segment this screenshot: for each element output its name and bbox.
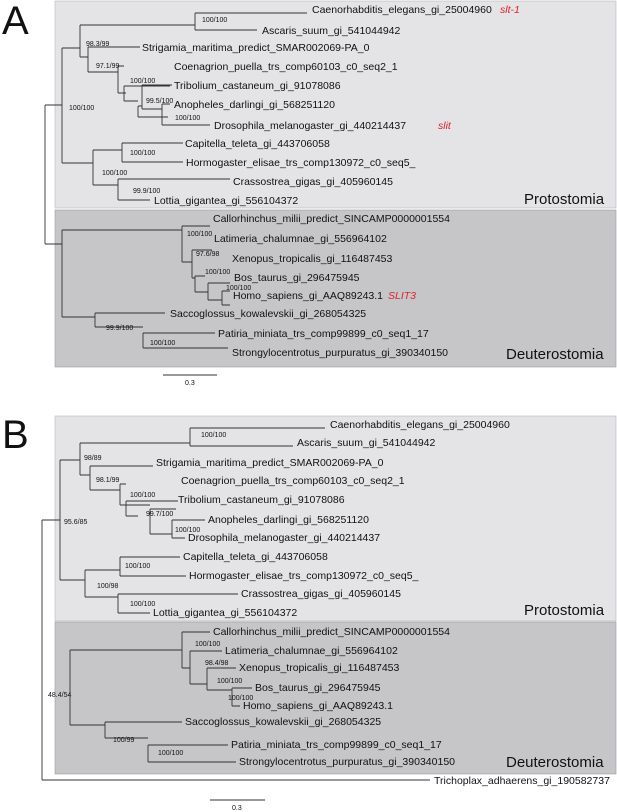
panel-b: B Caenorhabditis_elegans_gi_25004960 Asc… xyxy=(2,413,617,812)
leaf-hormogaster-elisae: Hormogaster_elisae_trs_comp130972_c0_seq… xyxy=(186,157,416,169)
support-annelids: 100/100 xyxy=(125,563,150,570)
leaf-caenorhabditis-elegans: Caenorhabditis_elegans_gi_25004960 xyxy=(312,4,492,16)
support-diptera-outer: 99.5/100 xyxy=(146,98,173,105)
leaf-drosophila-melanogaster: Drosophila_melanogaster_gi_440214437 xyxy=(188,532,380,544)
support-mammal-xenopus: 100/100 xyxy=(205,269,230,276)
support-molluscs: 99.9/100 xyxy=(133,188,160,195)
leaf-bos-taurus: Bos_taurus_gi_296475945 xyxy=(255,682,381,694)
support-tribolium-diptera: 100/100 xyxy=(130,78,155,85)
support-lophotrochozoa: 100/98 xyxy=(97,583,119,590)
support-molluscs: 100/100 xyxy=(130,601,155,608)
panel-b-label: B xyxy=(2,413,29,457)
support-insects: 97.1/99 xyxy=(96,63,119,70)
leaf-patiria-miniata: Patiria_miniata_trs_comp99899_c0_seq1_17 xyxy=(231,739,442,751)
support-ambulacraria: 100/99 xyxy=(113,737,135,744)
leaf-lottia-gigantea: Lottia_gigantea_gi_556104372 xyxy=(154,195,298,207)
leaf-bos-taurus: Bos_taurus_gi_296475945 xyxy=(234,272,360,284)
support-nematodes: 100/100 xyxy=(202,17,227,24)
leaf-lottia-gigantea: Lottia_gigantea_gi_556104372 xyxy=(153,607,297,619)
leaf-anopheles-darlingi: Anopheles_darlingi_gi_568251120 xyxy=(208,514,369,526)
leaf-capitella-teleta: Capitella_teleta_gi_443706058 xyxy=(183,551,328,563)
support-diptera-inner: 100/100 xyxy=(175,527,200,534)
support-mammals: 100/100 xyxy=(228,695,253,702)
leaf-strigamia-maritima: Strigamia_maritima_predict_SMAR002069-PA… xyxy=(142,42,370,54)
support-vertebrates: 100/100 xyxy=(187,231,212,238)
support-ecdysozoa: 98/89 xyxy=(84,455,102,462)
support-echinoderms: 100/100 xyxy=(158,750,183,757)
group-label-deuterostomia: Deuterostomia xyxy=(506,754,604,771)
support-nematodes: 100/100 xyxy=(201,432,226,439)
group-label-protostomia: Protostomia xyxy=(524,602,605,619)
leaf-saccoglossus-kowalevskii: Saccoglossus_kowalevskii_gi_268054325 xyxy=(185,716,381,728)
panel-a-label: A xyxy=(2,0,29,43)
leaf-crassostrea-gigas: Crassostrea_gigas_gi_405960145 xyxy=(233,176,393,188)
support-insects: 98.1/99 xyxy=(96,477,119,484)
support-mammal-xenopus: 100/100 xyxy=(217,678,242,685)
support-tetrapods: 97.6/98 xyxy=(196,251,219,258)
leaf-xenopus-tropicalis: Xenopus_tropicalis_gi_116487453 xyxy=(239,662,400,674)
leaf-ascaris-suum: Ascaris_suum_gi_541044942 xyxy=(297,437,436,449)
leaf-hormogaster-elisae: Hormogaster_elisae_trs_comp130972_c0_seq… xyxy=(189,570,419,582)
leaf-drosophila-melanogaster: Drosophila_melanogaster_gi_440214437 xyxy=(214,120,406,132)
leaf-ascaris-suum: Ascaris_suum_gi_541044942 xyxy=(262,25,401,37)
leaf-callorhinchus-milii: Callorhinchus_milii_predict_SINCAMP00000… xyxy=(213,213,450,225)
leaf-coenagrion-puella: Coenagrion_puella_trs_comp60103_c0_seq2_… xyxy=(174,61,398,73)
leaf-patiria-miniata: Patiria_miniata_trs_comp99899_c0_seq1_17 xyxy=(218,328,429,340)
leaf-callorhinchus-milii: Callorhinchus_milii_predict_SINCAMP00000… xyxy=(213,626,450,638)
leaf-crassostrea-gigas: Crassostrea_gigas_gi_405960145 xyxy=(241,588,401,600)
gene-label-slit: slit xyxy=(438,120,452,132)
leaf-strongylocentrotus-purpuratus: Strongylocentrotus_purpuratus_gi_3903401… xyxy=(239,756,455,768)
leaf-strigamia-maritima: Strigamia_maritima_predict_SMAR002069-PA… xyxy=(156,457,384,469)
tree-branches xyxy=(41,427,430,781)
leaf-latimeria-chalumnae: Latimeria_chalumnae_gi_556964102 xyxy=(225,645,398,657)
leaf-homo-sapiens: Homo_sapiens_gi_AAQ89243.1 xyxy=(233,290,383,302)
leaf-capitella-teleta: Capitella_teleta_gi_443706058 xyxy=(185,138,330,150)
support-protostomia: 95.6/85 xyxy=(64,519,87,526)
support-vertebrates: 100/100 xyxy=(195,641,220,648)
protostomia-box xyxy=(54,415,617,622)
support-mammals: 100/100 xyxy=(226,285,251,292)
leaf-strongylocentrotus-purpuratus: Strongylocentrotus_purpuratus_gi_3903401… xyxy=(232,347,448,359)
support-diptera-outer: 99.7/100 xyxy=(146,511,173,518)
leaf-saccoglossus-kowalevskii: Saccoglossus_kowalevskii_gi_268054325 xyxy=(170,308,366,320)
deuterostomia-box xyxy=(54,621,617,775)
support-echinoderms: 100/100 xyxy=(150,340,175,347)
leaf-coenagrion-puella: Coenagrion_puella_trs_comp60103_c0_seq2_… xyxy=(181,475,405,487)
support-tetrapods: 98.4/98 xyxy=(205,660,228,667)
leaf-caenorhabditis-elegans: Caenorhabditis_elegans_gi_25004960 xyxy=(330,419,510,431)
support-deuterostomia: 48.4/54 xyxy=(48,692,71,699)
deuterostomia-box xyxy=(54,209,617,368)
gene-label-slit3: SLIT3 xyxy=(388,290,416,302)
scale-bar-label: 0.3 xyxy=(185,380,195,387)
support-lophotrochozoa: 100/100 xyxy=(102,170,127,177)
group-label-deuterostomia: Deuterostomia xyxy=(506,346,604,363)
gene-label-slt-1: slt-1 xyxy=(500,4,520,16)
support-diptera-inner: 100/100 xyxy=(175,115,200,122)
group-label-protostomia: Protostomia xyxy=(524,191,605,208)
leaf-anopheles-darlingi: Anopheles_darlingi_gi_568251120 xyxy=(174,99,335,111)
panel-a: A Caenorhabditis_elegans_gi_25004960 slt… xyxy=(2,0,617,387)
leaf-xenopus-tropicalis: Xenopus_tropicalis_gi_116487453 xyxy=(232,253,393,265)
leaf-homo-sapiens: Homo_sapiens_gi_AAQ89243.1 xyxy=(243,700,393,712)
leaf-tribolium-castaneum: Tribolium_castaneum_gi_91078086 xyxy=(178,494,345,506)
leaf-trichoplax-adhaerens: Trichoplax_adhaerens_gi_190582737 xyxy=(434,775,610,787)
support-ecdysozoa: 98.3/99 xyxy=(86,41,109,48)
support-annelids: 100/100 xyxy=(130,150,155,157)
leaf-latimeria-chalumnae: Latimeria_chalumnae_gi_556964102 xyxy=(214,233,387,245)
tree-branches xyxy=(44,12,307,349)
protostomia-box xyxy=(54,0,617,209)
leaf-tribolium-castaneum: Tribolium_castaneum_gi_91078086 xyxy=(174,80,341,92)
support-tribolium-diptera: 100/100 xyxy=(130,492,155,499)
scale-bar-label: 0.3 xyxy=(232,805,242,812)
support-protostomia: 100/100 xyxy=(69,105,94,112)
support-ambulacraria: 99.9/100 xyxy=(106,325,133,332)
